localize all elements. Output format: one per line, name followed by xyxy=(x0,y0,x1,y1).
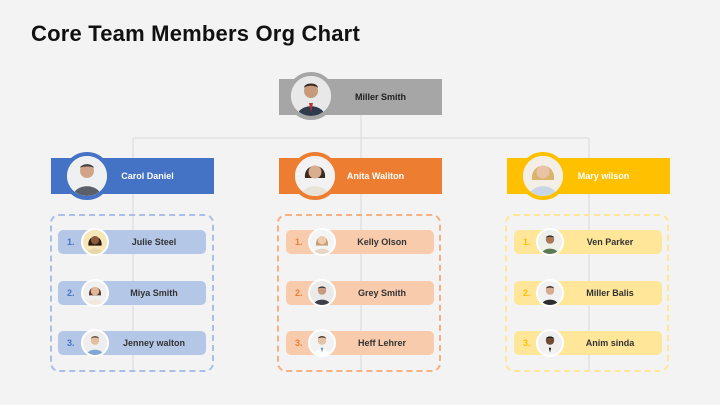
team-1-member-1-avatar xyxy=(81,228,109,256)
team-1-member-2-avatar xyxy=(81,279,109,307)
team-2-member-3-avatar xyxy=(308,329,336,357)
team-2-group xyxy=(277,214,441,372)
member-number: 3. xyxy=(67,338,75,348)
member-name: Grey Smith xyxy=(357,288,406,298)
team-3-member-2-avatar xyxy=(536,279,564,307)
member-name: Jenney walton xyxy=(122,338,185,348)
member-name: Anim sinda xyxy=(585,338,635,348)
team-1-lead-name: Carol Daniel xyxy=(121,171,174,181)
root-name: Miller Smith xyxy=(354,92,406,102)
member-number: 1. xyxy=(295,237,303,247)
member-number: 2. xyxy=(295,288,303,298)
team-2-lead-avatar xyxy=(291,152,339,200)
team-3-lead-avatar xyxy=(519,152,567,200)
team-3-group xyxy=(505,214,669,372)
member-number: 3. xyxy=(523,338,531,348)
team-1-group xyxy=(50,214,214,372)
team-3-member-1-avatar xyxy=(536,228,564,256)
root-avatar xyxy=(287,72,335,120)
member-number: 1. xyxy=(523,237,531,247)
team-2-member-2-avatar xyxy=(308,279,336,307)
member-name: Miller Balis xyxy=(586,288,634,298)
member-name: Miya Smith xyxy=(130,288,178,298)
member-number: 2. xyxy=(523,288,531,298)
team-3-lead-name: Mary wilson xyxy=(577,171,630,181)
member-name: Kelly Olson xyxy=(357,237,407,247)
team-2-lead-name: Anita Waliton xyxy=(346,171,405,181)
team-1-member-3-avatar xyxy=(81,329,109,357)
member-name: Heff Lehrer xyxy=(357,338,406,348)
team-1-lead-avatar xyxy=(63,152,111,200)
member-number: 2. xyxy=(67,288,75,298)
page-title: Core Team Members Org Chart xyxy=(31,21,360,46)
member-name: Julie Steel xyxy=(131,237,177,247)
team-3-member-3-avatar xyxy=(536,329,564,357)
member-name: Ven Parker xyxy=(586,237,634,247)
member-number: 1. xyxy=(67,237,75,247)
team-2-member-1-avatar xyxy=(308,228,336,256)
member-number: 3. xyxy=(295,338,303,348)
